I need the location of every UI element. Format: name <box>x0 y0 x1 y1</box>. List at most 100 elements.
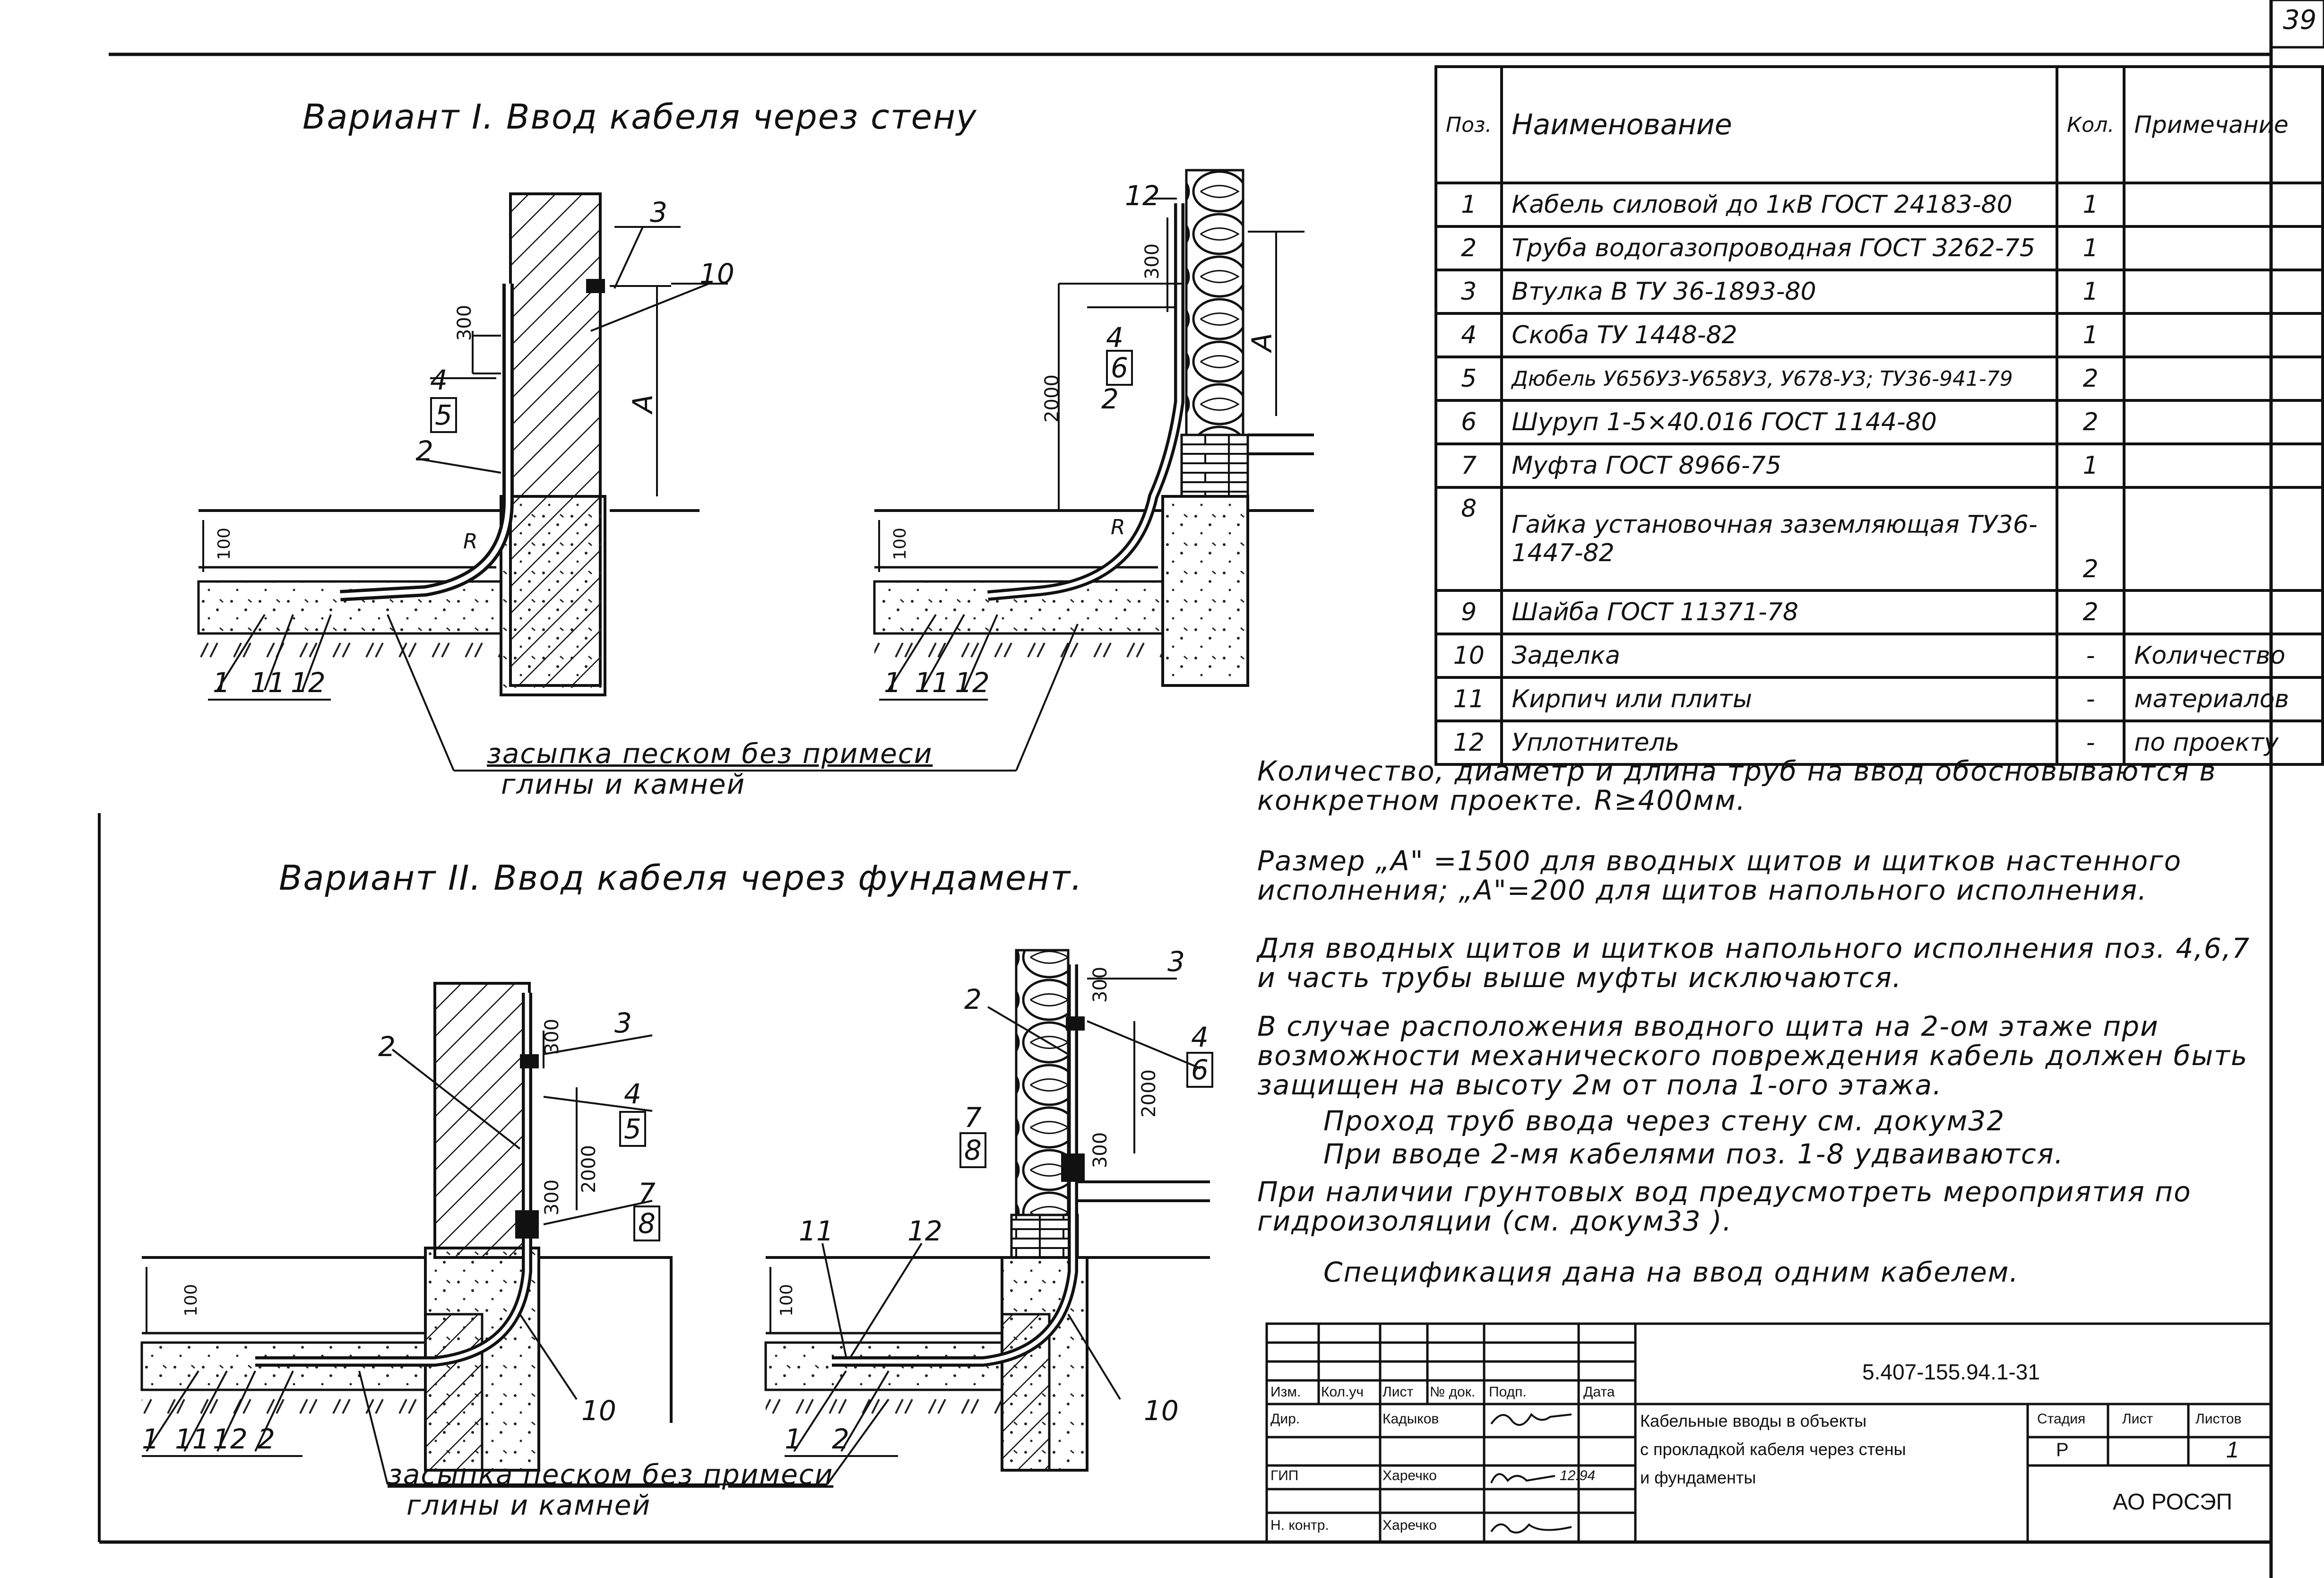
v1r-callout-11: 11 <box>915 667 950 699</box>
v2r-dim-100: 100 <box>777 1284 796 1317</box>
variant2-logwall-foundation-drawing <box>764 949 1210 1472</box>
v2l-callout-2: 2 <box>378 1031 396 1063</box>
row-name: Кабель силовой до 1кВ ГОСТ 24183-80 <box>1500 182 2059 228</box>
v1r-callout-6: 6 <box>1106 350 1133 386</box>
v2r-callout-2b: 2 <box>832 1423 849 1455</box>
spec-header-name: Наименование <box>1500 65 2059 184</box>
row-pos: 5 <box>1434 355 1503 402</box>
v1r-callout-4: 4 <box>1106 321 1123 354</box>
note-7: При наличии грунтовых вод предусмотреть … <box>1257 1176 2192 1237</box>
row-pos: 6 <box>1434 399 1503 445</box>
note-4: В случае расположения вводного щита на 2… <box>1257 1010 2248 1101</box>
tb-name-dir: Кадыков <box>1382 1411 1439 1427</box>
v1l-callout-4: 4 <box>430 364 448 396</box>
tb-name-gip: Харечко <box>1382 1468 1437 1483</box>
row-qty: 2 <box>2056 486 2126 592</box>
v2l-dim-100: 100 <box>181 1284 201 1317</box>
v2r-callout-6: 6 <box>1186 1052 1213 1088</box>
v2l-callout-2b: 2 <box>258 1423 275 1455</box>
row-pos: 2 <box>1434 225 1503 271</box>
tb-col-data: Дата <box>1583 1384 1615 1400</box>
tb-col-kolch: Кол.уч <box>1321 1384 1364 1400</box>
row-note <box>2123 225 2324 271</box>
stage-label: Стадия <box>2037 1411 2086 1427</box>
row-qty: 2 <box>2056 355 2126 402</box>
v2l-callout-5: 5 <box>619 1111 646 1147</box>
variant2-foundation-drawing <box>140 982 673 1472</box>
v2l-callout-7: 7 <box>638 1177 656 1209</box>
title-block-grid <box>1265 1322 2272 1543</box>
spec-header-row: Поз. Наименование Кол. Примечание <box>1434 65 2324 184</box>
v1l-callout-2: 2 <box>416 435 433 467</box>
row-qty: 2 <box>2056 589 2126 635</box>
variant2-title: Вариант II. Ввод кабеля через фундамент. <box>279 858 1083 898</box>
row-note <box>2123 486 2324 592</box>
row-note: по проекту <box>2123 720 2324 766</box>
row-pos: 12 <box>1434 720 1503 766</box>
spec-header-qty: Кол. <box>2056 65 2126 184</box>
v2r-callout-10: 10 <box>1144 1395 1179 1427</box>
row-name: Скоба ТУ 1448-82 <box>1500 312 2059 358</box>
v2r-callout-4: 4 <box>1191 1021 1209 1053</box>
v2l-callout-1: 1 <box>142 1423 159 1455</box>
v1l-callout-11: 11 <box>251 667 285 699</box>
row-name: Заделка <box>1500 633 2059 679</box>
sheets-label: Листов <box>2195 1411 2242 1427</box>
v1l-callout-5: 5 <box>430 397 457 433</box>
v1r-callout-12: 12 <box>1125 180 1160 212</box>
note-1: Количество, диаметр и длина труб на ввод… <box>1257 755 2217 816</box>
v1l-dim-100: 100 <box>214 528 234 560</box>
spec-header-note: Примечание <box>2123 65 2324 184</box>
row-note <box>2123 589 2324 635</box>
doc-title-line3: и фундаменты <box>1640 1468 1756 1487</box>
v2l-callout-8: 8 <box>633 1205 660 1241</box>
v1l-callout-3: 3 <box>650 196 667 228</box>
row-name: Дюбель У656У3-У658У3, У678-У3; ТУ36-941-… <box>1500 355 2059 402</box>
row-note <box>2123 269 2324 315</box>
tb-col-list: Лист <box>1382 1384 1414 1400</box>
v1r-callout-2: 2 <box>1101 383 1119 415</box>
variant1-wall-drawing <box>197 192 728 771</box>
tb-name-nkontr: Харечко <box>1382 1517 1437 1533</box>
v2r-callout-12: 12 <box>907 1215 942 1247</box>
row-name: Труба водогазопроводная ГОСТ 3262-75 <box>1500 225 2059 271</box>
row-pos: 9 <box>1434 589 1503 635</box>
v1l-dim-300: 300 <box>454 304 476 341</box>
row-pos: 11 <box>1434 676 1503 722</box>
row-pos: 1 <box>1434 182 1503 228</box>
v1r-dim-100: 100 <box>890 528 910 560</box>
note-8: Спецификация дана на ввод одним кабелем. <box>1323 1256 2019 1288</box>
variant1-logwall-drawing <box>873 169 1314 771</box>
v2r-callout-1: 1 <box>785 1423 802 1455</box>
v1r-callout-1: 1 <box>884 667 901 699</box>
note-3: Для вводных щитов и щитков напольного ис… <box>1257 932 2250 994</box>
tb-role-gip: ГИП <box>1270 1468 1299 1483</box>
row-name: Кирпич или плиты <box>1500 676 2059 722</box>
v1l-radius: R <box>463 529 478 554</box>
row-qty: - <box>2056 676 2126 722</box>
v2l-dim-300b: 300 <box>541 1179 563 1216</box>
row-qty: - <box>2056 633 2126 679</box>
v1r-callout-12b: 12 <box>955 667 990 699</box>
v2r-callout-8: 8 <box>959 1132 986 1168</box>
note-6: При вводе 2-мя кабелями поз. 1-8 удваива… <box>1323 1138 2065 1170</box>
row-note <box>2123 182 2324 228</box>
v2l-callout-11: 11 <box>175 1423 210 1455</box>
row-note <box>2123 312 2324 358</box>
v2r-callout-11: 11 <box>799 1215 834 1247</box>
row-note <box>2123 355 2324 402</box>
sheet-label: Лист <box>2122 1411 2153 1427</box>
variant1-title: Вариант I. Ввод кабеля через стену <box>302 97 977 137</box>
v2r-dim-300a: 300 <box>1089 966 1112 1003</box>
tb-date-gip: 12.94 <box>1560 1468 1596 1483</box>
tb-col-podp: Подп. <box>1489 1384 1527 1400</box>
v1-backfill-label-2: глины и камней <box>501 768 746 800</box>
row-qty: - <box>2056 720 2126 766</box>
